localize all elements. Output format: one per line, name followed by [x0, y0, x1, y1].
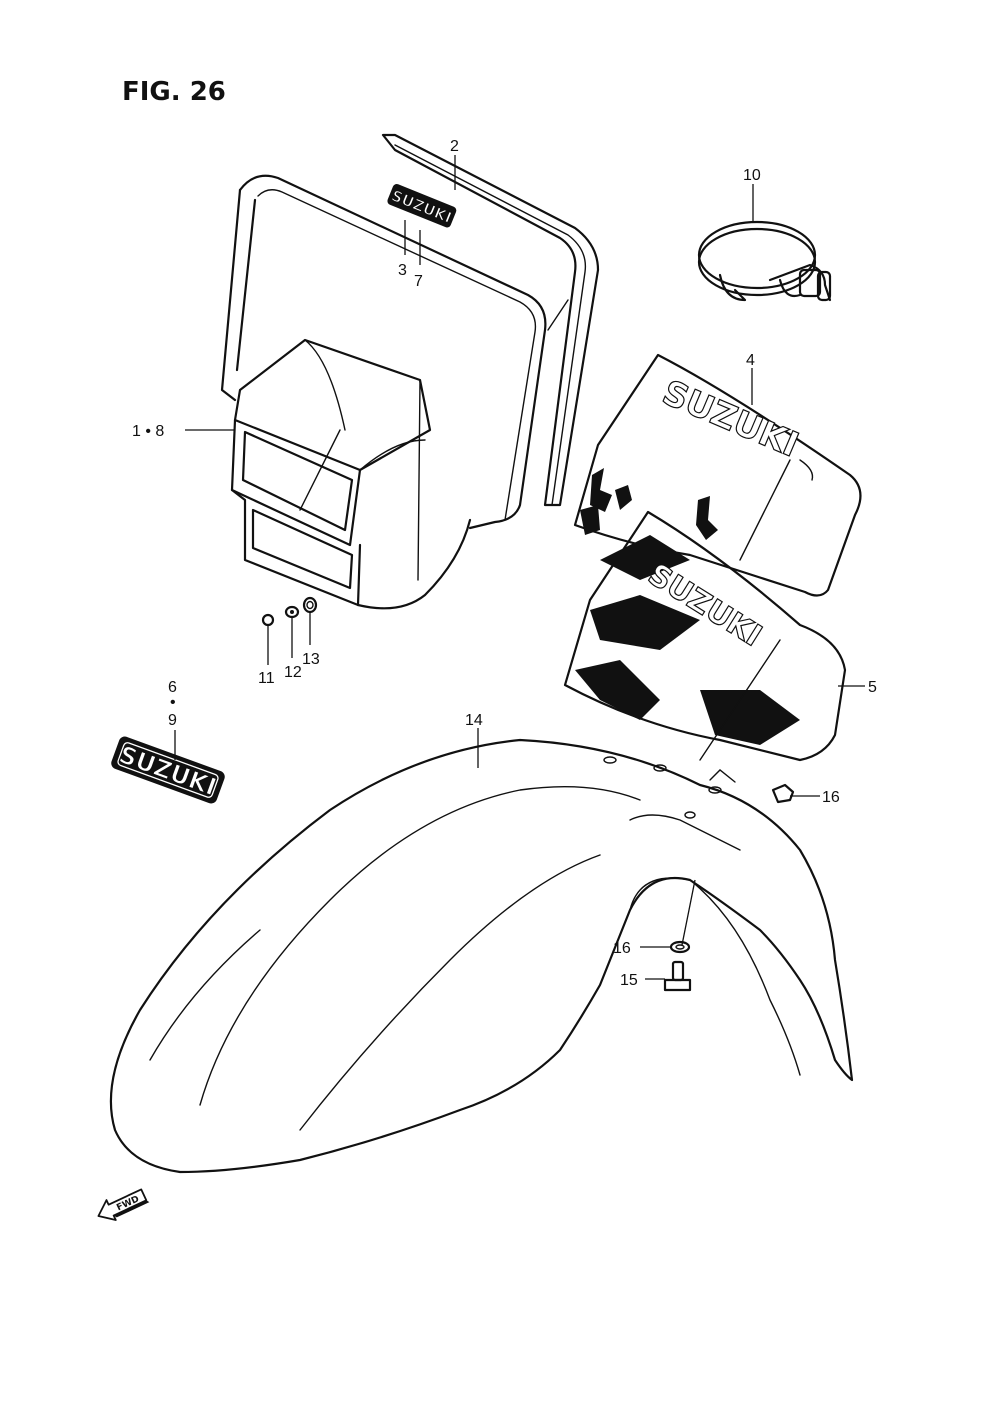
callout-9: 9	[168, 712, 177, 729]
headlight-number-plate: SUZUKI	[220, 133, 600, 610]
callout-5: 5	[868, 679, 877, 696]
callout-1-8: 1 • 8	[132, 423, 164, 440]
figure-title: FIG. 26	[122, 77, 226, 107]
callout-dot: •	[170, 694, 176, 711]
shroud-decal-part-5: SUZUKI	[563, 510, 847, 762]
callout-2: 2	[450, 138, 459, 155]
emblem-logo: SUZUKI	[115, 740, 220, 801]
callout-16-lower: 16	[613, 940, 631, 957]
shroud-upper-decal: SUZUKI	[656, 372, 805, 466]
fwd-arrow-icon	[97, 1188, 148, 1221]
callout-numbers: 2 3 7 10 4 5 1 • 8 6 • 9 11 12 13 14 16 …	[132, 138, 877, 989]
shroud-upper-logo: SUZUKI	[657, 373, 805, 466]
callout-11: 11	[258, 670, 275, 687]
callout-4: 4	[746, 352, 755, 369]
fender-bolt-part-15	[663, 960, 692, 992]
front-fender-part-14	[109, 738, 854, 1174]
fender-nut-part-16-top	[771, 783, 795, 804]
callout-3: 3	[398, 262, 407, 279]
fender-washer-part-16-lower	[669, 940, 691, 954]
callout-15: 15	[620, 972, 638, 989]
callout-14: 14	[465, 712, 483, 729]
clamp-part-10	[697, 220, 832, 302]
visor-logo: SUZUKI	[389, 186, 454, 226]
callout-16-top: 16	[822, 789, 840, 806]
visor-decal: SUZUKI	[387, 184, 457, 228]
emblem-part-6-9: SUZUKI	[111, 736, 225, 804]
washer-part-12	[284, 605, 300, 658]
fwd-arrow: FWD	[97, 1188, 150, 1221]
callout-7: 7	[414, 273, 423, 290]
callout-6: 6	[168, 679, 177, 696]
grommet-part-13	[302, 596, 318, 645]
callout-10: 10	[743, 167, 761, 184]
callout-13: 13	[302, 651, 320, 668]
callout-12: 12	[284, 664, 302, 681]
headlight-fasteners	[261, 596, 318, 665]
bolt-part-11	[261, 613, 275, 665]
leader-lines	[174, 155, 865, 980]
